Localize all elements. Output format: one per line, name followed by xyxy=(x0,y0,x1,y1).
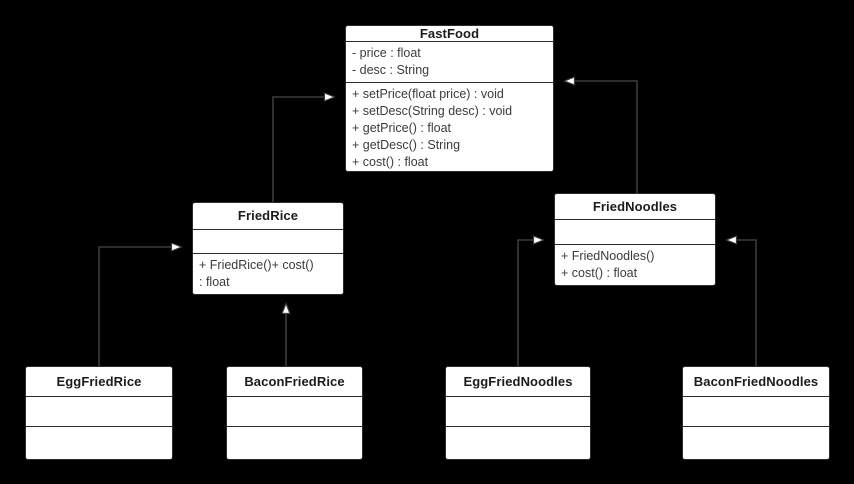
method-item: + FriedNoodles() xyxy=(561,249,655,263)
method-item: + setDesc(String desc) : void xyxy=(352,104,513,118)
class-attributes-eggfriedrice xyxy=(26,397,172,427)
class-box-friednoodles[interactable]: FriedNoodles + FriedNoodles() + cost() :… xyxy=(554,193,716,286)
class-methods-fastfood: + setPrice(float price) : void + setDesc… xyxy=(346,83,553,171)
class-name-friedrice: FriedRice xyxy=(193,203,343,230)
class-attributes-friednoodles xyxy=(555,220,715,245)
class-methods-baconfriednoodles xyxy=(683,427,829,459)
edge-friedrice-to-fastfood xyxy=(272,97,334,202)
class-box-eggfriednoodles[interactable]: EggFriedNoodles xyxy=(445,366,591,460)
method-item: + getPrice() : float xyxy=(352,121,451,135)
class-name-eggfriednoodles: EggFriedNoodles xyxy=(446,367,590,397)
class-attributes-eggfriednoodles xyxy=(446,397,590,427)
class-name-baconfriedrice: BaconFriedRice xyxy=(227,367,362,397)
class-methods-eggfriednoodles xyxy=(446,427,590,459)
class-box-fastfood[interactable]: FastFood - price : float - desc : String… xyxy=(345,25,554,172)
edge-eggfriedrice-to-friedrice xyxy=(98,247,181,366)
class-attributes-friedrice xyxy=(193,230,343,254)
edge-eggfriednoodles-to-friednoodles xyxy=(517,240,543,366)
edge-friednoodles-to-fastfood xyxy=(565,81,638,193)
class-box-baconfriedrice[interactable]: BaconFriedRice xyxy=(226,366,363,460)
class-methods-friedrice: + FriedRice()+ cost() : float xyxy=(193,254,343,294)
method-item: + FriedRice()+ cost() : float xyxy=(199,258,314,289)
class-name-fastfood: FastFood xyxy=(346,26,553,42)
class-methods-friednoodles: + FriedNoodles() + cost() : float xyxy=(555,245,715,285)
class-attributes-baconfriedrice xyxy=(227,397,362,427)
class-box-friedrice[interactable]: FriedRice + FriedRice()+ cost() : float xyxy=(192,202,344,295)
attribute-item: - desc : String xyxy=(352,63,430,77)
method-item: + cost() : float xyxy=(352,155,429,169)
class-box-eggfriedrice[interactable]: EggFriedRice xyxy=(25,366,173,460)
method-item: + cost() : float xyxy=(561,266,638,280)
class-box-baconfriednoodles[interactable]: BaconFriedNoodles xyxy=(682,366,830,460)
method-item: + getDesc() : String xyxy=(352,138,461,152)
class-methods-eggfriedrice xyxy=(26,427,172,459)
attribute-item: - price : float xyxy=(352,46,421,60)
edge-baconfriednoodles-to-friednoodles xyxy=(727,240,757,366)
method-item: + setPrice(float price) : void xyxy=(352,87,504,101)
class-attributes-fastfood: - price : float - desc : String xyxy=(346,42,553,83)
class-name-friednoodles: FriedNoodles xyxy=(555,194,715,221)
class-name-baconfriednoodles: BaconFriedNoodles xyxy=(683,367,829,397)
class-attributes-baconfriednoodles xyxy=(683,397,829,427)
class-name-eggfriedrice: EggFriedRice xyxy=(26,367,172,397)
class-methods-baconfriedrice xyxy=(227,427,362,459)
